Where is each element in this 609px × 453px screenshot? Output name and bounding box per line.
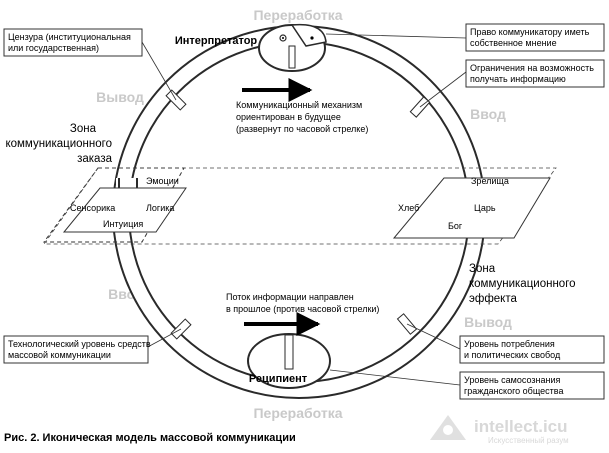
svg-text:или государственная): или государственная) bbox=[8, 43, 99, 53]
brand-name: intellect.icu bbox=[474, 417, 568, 436]
box-self-awareness: Уровень самосознания гражданского общест… bbox=[459, 371, 605, 400]
label-king: Царь bbox=[474, 203, 496, 213]
box-right-opinion: Право коммуникатору иметь собственное мн… bbox=[465, 23, 605, 52]
plane-left bbox=[62, 187, 187, 233]
svg-text:Уровень потребления: Уровень потребления bbox=[464, 339, 555, 349]
svg-text:Технологический уровень средст: Технологический уровень средств bbox=[8, 339, 151, 349]
box-consumption: Уровень потребления и политических свобо… bbox=[459, 335, 605, 364]
note-past: Поток информации направлен в прошлое (пр… bbox=[226, 292, 379, 336]
interpreter-head bbox=[258, 23, 327, 72]
svg-text:Цензура (институциональная: Цензура (институциональная bbox=[8, 32, 131, 42]
recipient-label: Реципиент bbox=[249, 373, 308, 385]
svg-text:и политических свобод: и политических свобод bbox=[464, 350, 561, 360]
svg-text:ориентирован в будущее: ориентирован в будущее bbox=[236, 112, 341, 122]
interpreter-beak bbox=[290, 23, 327, 47]
box-tech-level: Технологический уровень средств массовой… bbox=[3, 335, 151, 364]
svg-text:эффекта: эффекта bbox=[469, 293, 517, 305]
figure-caption: Рис. 2. Иконическая модель массовой комм… bbox=[4, 432, 296, 444]
recipient-node bbox=[247, 333, 331, 389]
box-censorship: Цензура (институциональная или государст… bbox=[3, 28, 143, 57]
watermark-vyvod-left: Вывод bbox=[96, 89, 144, 105]
svg-text:Поток информации направлен: Поток информации направлен bbox=[226, 292, 354, 302]
label-spectacles: Зрелища bbox=[471, 176, 509, 186]
svg-text:Зона: Зона bbox=[469, 263, 496, 275]
svg-text:массовой коммуникации: массовой коммуникации bbox=[8, 350, 111, 360]
plane-right bbox=[392, 177, 551, 239]
svg-text:гражданского общества: гражданского общества bbox=[464, 386, 563, 396]
svg-text:Ограничения на возможность: Ограничения на возможность bbox=[470, 63, 594, 73]
label-bread: Хлеб bbox=[398, 203, 419, 213]
zone-order-label: Зона коммуникационного заказа bbox=[5, 123, 112, 165]
note-future: Коммуникационный механизм ориентирован в… bbox=[236, 78, 368, 134]
svg-text:собственное мнение: собственное мнение bbox=[470, 38, 557, 48]
brand-logo: intellect.icu Искусственный разум bbox=[430, 415, 569, 445]
svg-text:заказа: заказа bbox=[77, 153, 112, 165]
svg-text:(развернут по часовой стрелке): (развернут по часовой стрелке) bbox=[236, 124, 368, 134]
label-god: Бог bbox=[448, 221, 463, 231]
svg-text:Коммуникационный механизм: Коммуникационный механизм bbox=[236, 100, 362, 110]
watermark-top: Переработка bbox=[253, 7, 342, 23]
brand-tagline: Искусственный разум bbox=[488, 436, 569, 445]
svg-text:получать информацию: получать информацию bbox=[470, 74, 566, 84]
zone-effect-label: Зона коммуникационного эффекта bbox=[469, 263, 576, 305]
watermark-bottom: Переработка bbox=[253, 405, 342, 421]
box-restrictions: Ограничения на возможность получать инфо… bbox=[465, 59, 605, 88]
svg-text:коммуникационного: коммуникационного bbox=[5, 138, 112, 150]
label-sensorics: Сенсорика bbox=[70, 203, 115, 213]
watermark-vyvod-right: Вывод bbox=[464, 314, 512, 330]
svg-text:Право коммуникатору иметь: Право коммуникатору иметь bbox=[470, 27, 590, 37]
label-intuition: Интуиция bbox=[103, 219, 143, 229]
interpreter-label: Интерпретатор bbox=[175, 35, 258, 47]
svg-text:коммуникационного: коммуникационного bbox=[469, 278, 576, 290]
svg-text:Уровень самосознания: Уровень самосознания bbox=[464, 375, 560, 385]
label-logic: Логика bbox=[146, 203, 174, 213]
svg-text:в прошлое (против часовой стре: в прошлое (против часовой стрелки) bbox=[226, 304, 379, 314]
watermark-vvod-right: Ввод bbox=[470, 106, 506, 122]
leader-lines bbox=[141, 33, 467, 386]
label-emotions: Эмоции bbox=[146, 176, 179, 186]
svg-text:Зона: Зона bbox=[70, 123, 97, 135]
order-effect-band bbox=[43, 167, 557, 245]
